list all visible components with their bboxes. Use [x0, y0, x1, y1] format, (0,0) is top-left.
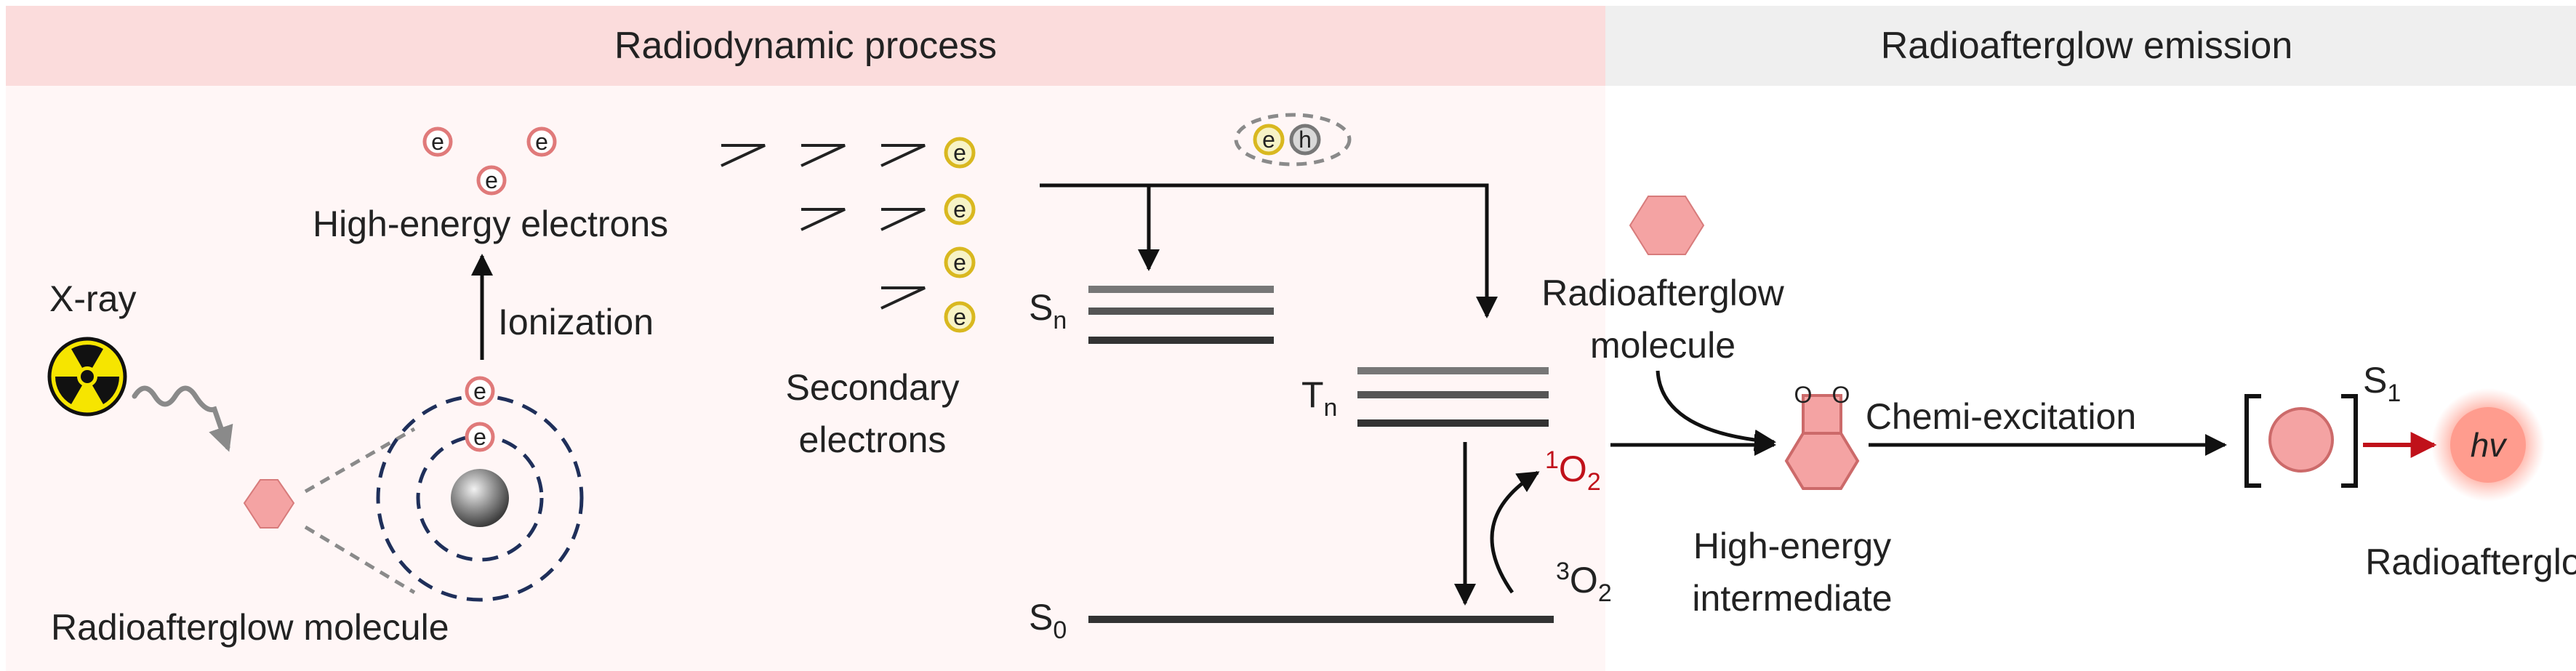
svg-text:e: e — [953, 196, 966, 222]
bracket-right — [2341, 394, 2358, 488]
secondary-electron-2: e — [944, 193, 976, 225]
radioafterglow-molecule-left-label: Radioafterglow molecule — [51, 607, 449, 648]
atom-electron-1: e — [465, 376, 495, 406]
left-panel-background — [6, 86, 1605, 671]
svg-text:e: e — [953, 249, 966, 276]
secondary-electron-4: e — [944, 301, 976, 333]
high-energy-electron-1: e — [422, 126, 453, 157]
tn-label: Tn — [1301, 374, 1337, 422]
molecule-to-intermediate-arrow — [1656, 370, 1776, 451]
radioafterglow-molecule-right-line2: molecule — [1590, 325, 1736, 366]
svg-text:h: h — [1299, 126, 1312, 153]
xray-wave-arrow — [132, 385, 233, 452]
svg-text:e: e — [953, 304, 966, 330]
right-header-bar — [1605, 6, 2576, 86]
sn-label: Sn — [1029, 287, 1067, 334]
radioafterglow-molecule-right-line1: Radioafterglow — [1541, 273, 1784, 313]
svg-text:O: O — [1794, 382, 1813, 408]
oxygen-activation-arrow — [1490, 470, 1540, 594]
molecule-hexagon-left — [243, 479, 295, 529]
s1-label: S1 — [2363, 360, 2401, 407]
atom-nucleus — [451, 469, 509, 527]
high-energy-intermediate-line1: High-energy — [1693, 526, 1891, 566]
triplet-oxygen-label: 3O2 — [1556, 558, 1612, 607]
s0-label: S0 — [1029, 597, 1067, 644]
zoom-line-bottom — [304, 525, 416, 595]
high-energy-intermediate-line2: intermediate — [1692, 578, 1892, 619]
svg-text:e: e — [473, 424, 486, 450]
molecule-hexagon-right — [1629, 196, 1705, 255]
high-energy-electron-2: e — [476, 165, 507, 196]
radiation-icon — [47, 337, 127, 417]
secondary-electrons-label-line1: Secondary — [785, 367, 959, 408]
atom-electron-2: e — [465, 422, 495, 452]
svg-text:e: e — [485, 167, 498, 193]
excited-molecule — [2268, 407, 2334, 473]
svg-text:e: e — [535, 129, 548, 155]
secondary-electron-3: e — [944, 246, 976, 278]
svg-text:e: e — [1262, 126, 1275, 153]
radioafterglow-label: Radioafterglow — [2365, 542, 2576, 582]
right-header-title: Radioafterglow emission — [1881, 25, 2293, 67]
chemi-excitation-label: Chemi-excitation — [1866, 396, 2136, 437]
svg-text:e: e — [953, 140, 966, 166]
svg-text:O: O — [1832, 382, 1850, 408]
excitation-arrow-to-tn — [1149, 183, 1498, 318]
left-header-title: Radiodynamic process — [614, 25, 997, 67]
left-header-bar — [6, 6, 1605, 86]
secondary-electron-1: e — [944, 137, 976, 169]
singlet-oxygen-label: 1O2 — [1545, 446, 1601, 496]
afterglow-core — [2450, 407, 2526, 483]
pair-hole: h — [1289, 124, 1321, 156]
bracket-left — [2244, 394, 2261, 488]
svg-text:e: e — [473, 378, 486, 404]
high-energy-electrons-label: High-energy electrons — [313, 204, 668, 244]
electron-hole-pair-boundary — [1234, 113, 1352, 166]
svg-text:e: e — [431, 129, 444, 155]
pair-electron: e — [1253, 124, 1285, 156]
ionization-label: Ionization — [498, 302, 654, 342]
high-energy-electron-3: e — [526, 126, 557, 157]
dioxetane-intermediate: O O — [1784, 382, 1860, 490]
hv-label: hv — [2471, 426, 2508, 464]
xray-label: X-ray — [49, 278, 136, 319]
secondary-electrons-label-line2: electrons — [799, 419, 947, 460]
secondary-electron-tracks — [721, 144, 926, 310]
